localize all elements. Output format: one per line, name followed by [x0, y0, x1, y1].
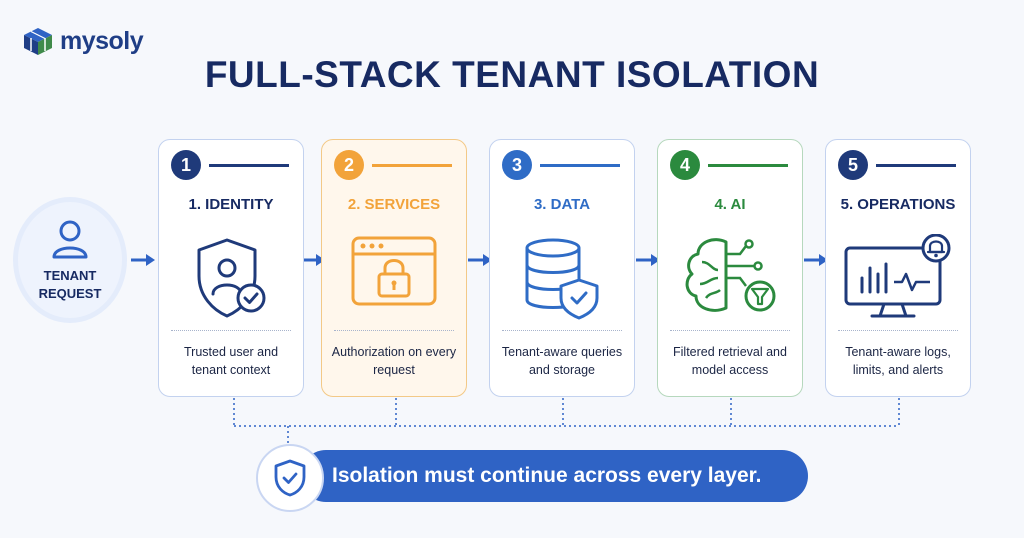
browser-lock-icon: [351, 236, 437, 306]
step-badge: 1: [171, 150, 201, 180]
layer-title: 2. SERVICES: [347, 196, 441, 213]
shield-user-check-icon: [197, 238, 266, 318]
layer-description: Filtered retrieval and model access: [673, 345, 787, 377]
card-divider: [502, 330, 622, 331]
step-badge: 3: [502, 150, 532, 180]
card-divider: [838, 330, 958, 331]
layer-title: 4. AI: [714, 196, 746, 213]
layer-description: Tenant-aware logs, limits, and alerts: [845, 345, 951, 377]
isolation-banner: Isolation must continue across every lay…: [300, 450, 808, 502]
layer-title: 1. IDENTITY: [188, 196, 274, 213]
brand-name: mysoly: [60, 26, 144, 55]
layer-title: 5. OPERATIONS: [840, 196, 956, 213]
cube-logo-icon: [24, 28, 52, 55]
banner-shield-badge: [256, 444, 324, 512]
layer-description: Tenant-aware queries and storage: [501, 345, 623, 377]
arrow-right-icon: [804, 254, 828, 266]
arrow-right-icon: [131, 254, 155, 266]
layer-card-identity: 1 1. IDENTITY Trusted user and tenant co…: [158, 139, 304, 397]
banner-text: Isolation must continue across every lay…: [332, 464, 762, 487]
arrow-right-icon: [468, 254, 492, 266]
tenant-request-label: TENANT REQUEST: [38, 268, 102, 301]
brain-circuit-filter-icon: [685, 238, 776, 312]
brand-logo: mysoly: [22, 26, 144, 56]
badge-divider: [209, 164, 289, 167]
card-divider: [334, 330, 454, 331]
step-badge: 2: [334, 150, 364, 180]
card-divider: [171, 330, 291, 331]
shield-check-icon: [274, 459, 306, 497]
arrow-right-icon: [636, 254, 660, 266]
monitor-alert-icon: [844, 234, 951, 318]
layer-card-ai: 4 4. AI Filtered retrieval and model acc…: [657, 139, 803, 397]
layer-card-data: 3 3. DATA Tenant-aware queries and stora…: [489, 139, 635, 397]
badge-divider: [372, 164, 452, 167]
user-icon: [52, 220, 88, 259]
badge-divider: [708, 164, 788, 167]
step-badge: 5: [838, 150, 868, 180]
step-badge: 4: [670, 150, 700, 180]
badge-divider: [540, 164, 620, 167]
card-divider: [670, 330, 790, 331]
database-shield-icon: [525, 238, 599, 320]
layer-description: Authorization on every request: [331, 345, 457, 377]
badge-divider: [876, 164, 956, 167]
layer-description: Trusted user and tenant context: [183, 345, 279, 377]
layer-title: 3. DATA: [533, 196, 591, 213]
page-title: FULL-STACK TENANT ISOLATION: [204, 54, 820, 95]
tenant-request-node: TENANT REQUEST: [18, 202, 122, 318]
layer-card-services: 2 2. SERVICES Authorization on every req…: [321, 139, 467, 397]
layer-card-operations: 5 5. OPERATIONS Tenant-aware logs, limit…: [825, 139, 971, 397]
